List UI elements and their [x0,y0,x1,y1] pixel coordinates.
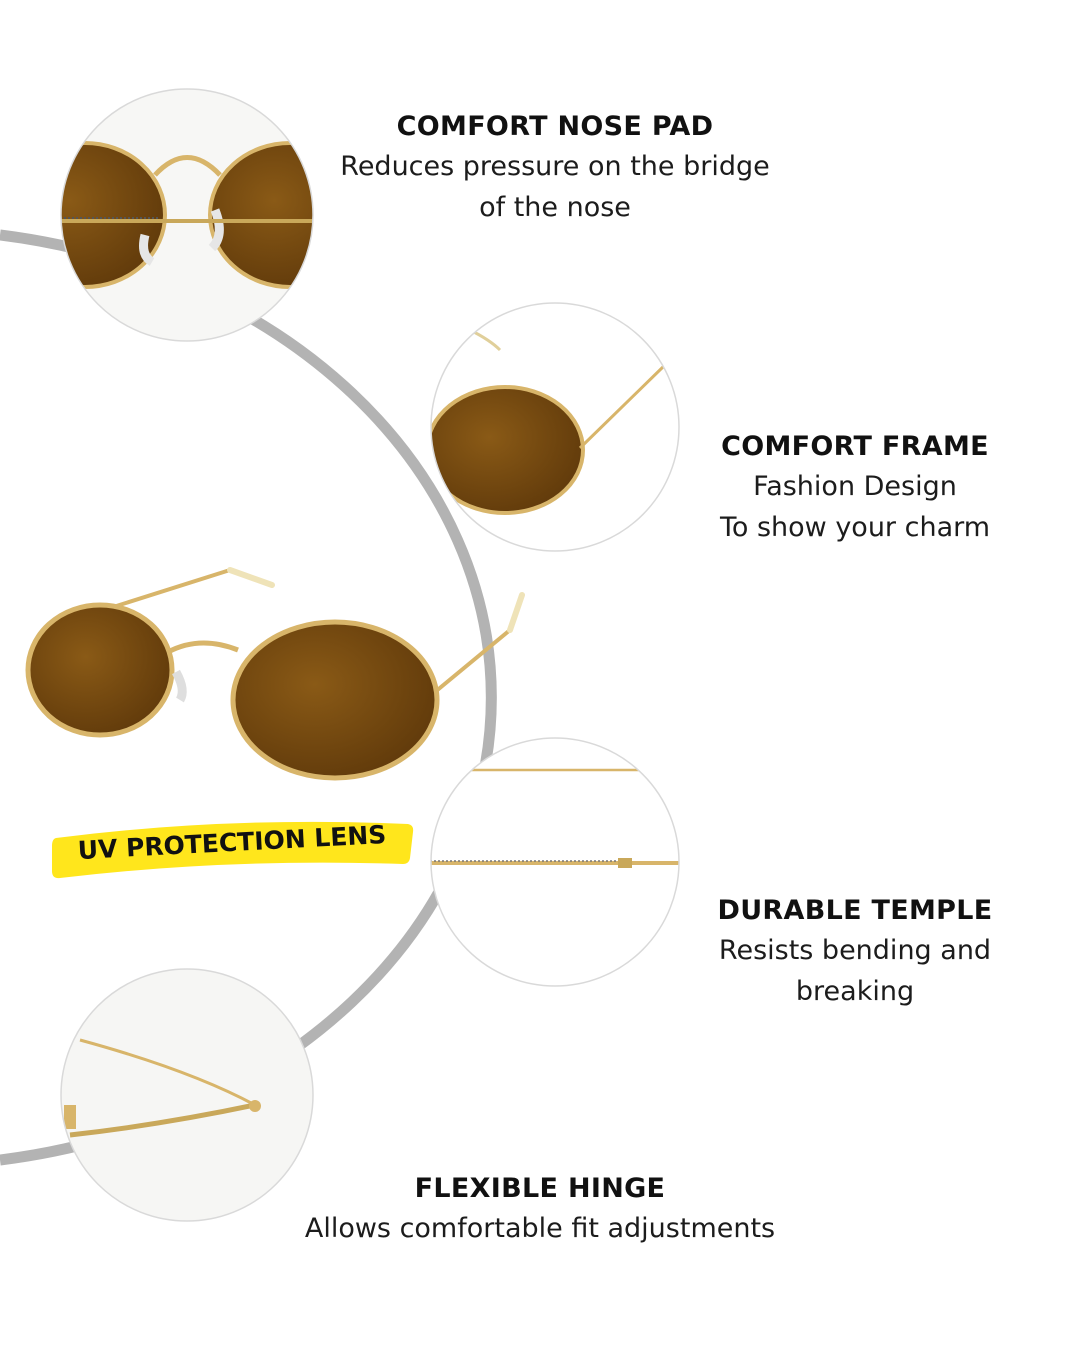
feature-title: FLEXIBLE HINGE [414,1173,666,1204]
feature-description-line-1: Allows comfortable fit adjustments [304,1213,776,1244]
feature-nose-pad: COMFORT NOSE PAD Reduces pressure on the… [320,108,790,228]
temple-closeup-image [430,737,680,987]
hinge-closeup-image [60,968,314,1222]
uv-protection-badge: UV PROTECTION LENS [48,808,416,886]
badge-background [52,821,414,879]
feature-description-line-2: To show your charm [719,512,991,543]
feature-description-line-1: Fashion Design [753,471,957,502]
feature-title: DURABLE TEMPLE [717,895,993,926]
nose-pad-closeup-image [60,88,314,342]
feature-temple: DURABLE TEMPLE Resists bending and break… [700,892,1010,1012]
feature-description-line-2: breaking [795,976,915,1007]
main-product-sunglasses-image [25,567,525,781]
feature-title: COMFORT FRAME [721,431,989,462]
feature-description-line-2: of the nose [479,192,631,223]
feature-hinge: FLEXIBLE HINGE Allows comfortable fit ad… [280,1170,800,1249]
feature-title: COMFORT NOSE PAD [396,111,714,142]
feature-frame: COMFORT FRAME Fashion Design To show you… [700,428,1010,548]
feature-description-line-1: Resists bending and [718,935,992,966]
frame-closeup-image [430,302,680,552]
feature-description-line-1: Reduces pressure on the bridge [340,151,770,182]
